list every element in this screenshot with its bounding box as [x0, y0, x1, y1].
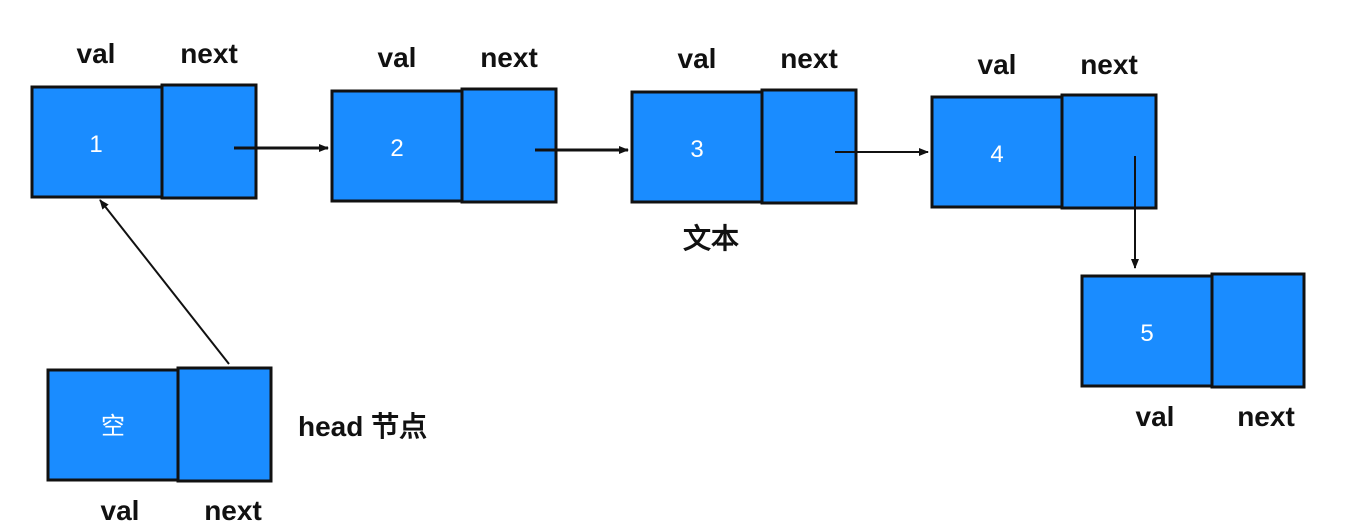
node-2-next-cell: [460, 87, 558, 204]
node-4-next-label: next: [1080, 49, 1138, 80]
node-3-annotation: 文本: [683, 222, 739, 254]
head-value: 空: [101, 413, 125, 440]
node-4-next-cell: [1060, 93, 1158, 210]
node-1-next-label: next: [180, 38, 238, 69]
node-5: 5 val next: [1080, 272, 1306, 432]
head-caption: head 节点: [298, 411, 427, 442]
node-3-value: 3: [690, 136, 703, 163]
node-3: val next 3: [630, 43, 858, 205]
node-1-val-label: val: [77, 38, 116, 69]
node-1-value: 1: [89, 131, 102, 158]
head-next-label: next: [204, 495, 262, 526]
node-1: val next 1: [30, 38, 258, 200]
node-3-val-label: val: [678, 43, 717, 74]
node-2-val-cell: [330, 89, 464, 203]
node-5-value: 5: [1140, 320, 1153, 347]
node-5-val-cell: [1080, 274, 1214, 388]
node-4: val next 4: [930, 49, 1158, 210]
node-3-val-cell: [630, 90, 764, 204]
node-5-next-cell: [1210, 272, 1306, 389]
head-val-label: val: [101, 495, 140, 526]
head-val-cell: [46, 368, 180, 482]
node-2-val-label: val: [378, 42, 417, 73]
node-4-val-label: val: [978, 49, 1017, 80]
node-2: val next 2: [330, 42, 558, 204]
node-2-next-label: next: [480, 42, 538, 73]
node-5-next-label: next: [1237, 401, 1295, 432]
head-node: 空 val next head 节点: [46, 366, 427, 526]
node-1-val-cell: [30, 85, 164, 199]
node-3-next-cell: [760, 88, 858, 205]
arrow-head-to-1: [99, 199, 230, 365]
node-4-value: 4: [990, 141, 1003, 168]
head-next-cell: [176, 366, 273, 483]
node-2-value: 2: [390, 135, 403, 162]
node-5-val-label: val: [1136, 401, 1175, 432]
node-1-next-cell: [160, 83, 258, 200]
node-3-next-label: next: [780, 43, 838, 74]
